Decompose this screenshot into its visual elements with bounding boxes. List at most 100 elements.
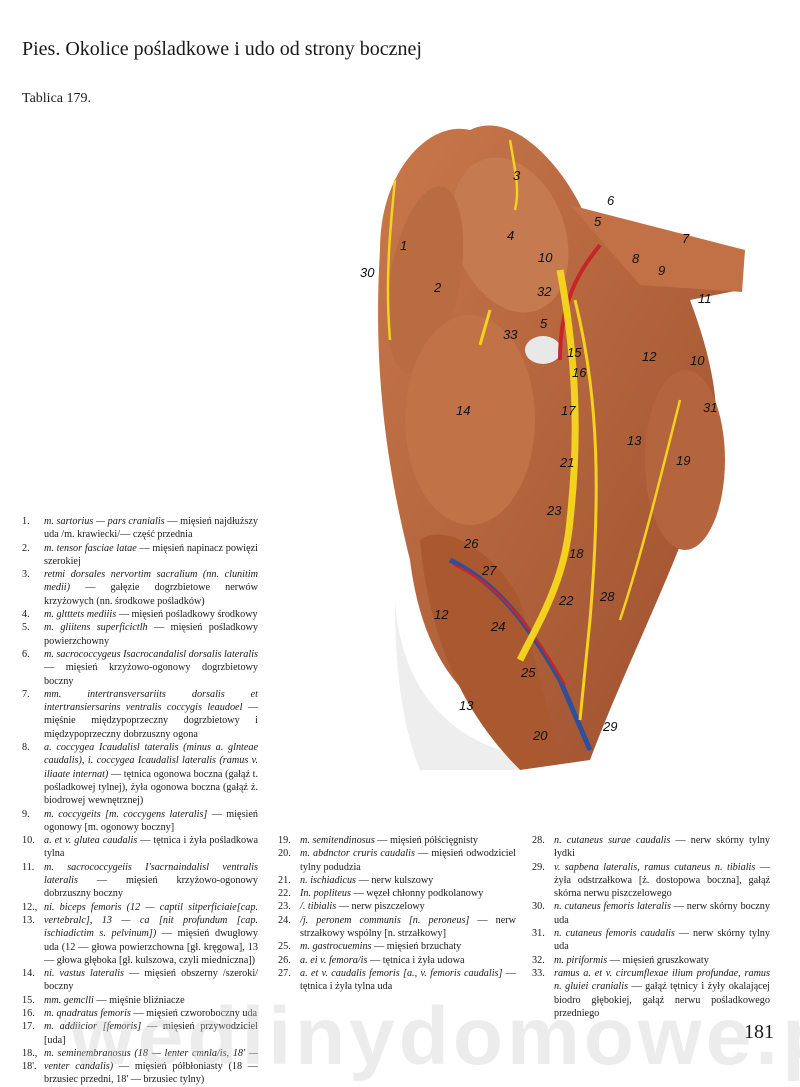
latin-term: a. et v. glutea caudalis xyxy=(44,835,138,847)
latin-term: m. coccygeits [m. coccygens lateralis] xyxy=(44,808,208,820)
legend-text: m. semitendinosus — mięsień półścięgnist… xyxy=(300,834,516,847)
nerve-3 xyxy=(508,139,519,211)
biceps-femoris xyxy=(645,370,725,550)
legend-text: m. sacrococcygeiis I'sacrnaindalisl vent… xyxy=(44,861,258,901)
polish-term: — tętnica i żyła udowa xyxy=(367,954,465,966)
svg-text:16: 16 xyxy=(572,365,587,380)
polish-term: — nerw piszczelowy xyxy=(336,901,425,913)
polish-term: — nerw kulszowy xyxy=(356,874,434,886)
legend-text: ni. biceps femoris (12 — captil sitperfi… xyxy=(44,901,258,967)
legend-number: 22. xyxy=(278,888,291,900)
svg-text:33: 33 xyxy=(503,327,518,342)
legend-text: n. cutaneus femoris caudalis — nerw skór… xyxy=(554,927,770,954)
svg-text:32: 32 xyxy=(537,284,552,299)
legend-item: 24./j. peronem communis [n. peroneus] — … xyxy=(278,914,516,941)
legend-text: n. ischiadicus — nerw kulszowy xyxy=(300,874,516,887)
legend-item: 4.m. gltttets mediiis — mięsień pośladko… xyxy=(22,608,258,621)
legend-item: 27.a. et v. caudalis femoris [a., v. fem… xyxy=(278,967,516,994)
polish-term: — mięśnie bliźniacze xyxy=(93,994,185,1006)
svg-text:14: 14 xyxy=(456,403,470,418)
svg-text:5: 5 xyxy=(540,316,548,331)
legend-item: 21.n. ischiadicus — nerw kulszowy xyxy=(278,874,516,887)
nerve-33 xyxy=(478,309,492,346)
svg-text:29: 29 xyxy=(602,719,617,734)
legend-item: 22.In. popliteus — węzeł chłonny podkola… xyxy=(278,887,516,900)
page-title: Pies. Okolice pośladkowe i udo od strony… xyxy=(22,38,422,60)
artery-2 xyxy=(454,563,567,686)
latin-term: n. cutaneus femoris caudalis xyxy=(554,928,675,940)
polish-term: — mięsień odwodziciel tylny podudzia xyxy=(300,848,516,873)
polish-term: — nerw strzałkowy wspólny [n. strzałkowy… xyxy=(300,914,516,940)
svg-text:25: 25 xyxy=(520,665,536,680)
legend-text: ni. vastus lateralis — mięsień obszerny … xyxy=(44,967,258,994)
legend-number: 7. xyxy=(22,688,30,700)
legend-text: a. et v. glutea caudalis — tętnica i żył… xyxy=(44,834,258,861)
svg-text:30: 30 xyxy=(360,265,375,280)
lower-leg xyxy=(420,534,560,770)
polish-term: — nerw skórny tylny uda xyxy=(554,928,770,953)
legend-item: 8.a. coccygea Icaudalisl tateralis (minu… xyxy=(22,741,258,807)
polish-term: — mięśnie międzypoprzeczny dogrzbietowy … xyxy=(44,702,259,740)
polish-term: — nerw skórny tylny łydki xyxy=(554,835,770,860)
latin-term: mm. intertransversariits dorsalis et int… xyxy=(44,688,258,714)
latin-term: m. gltttets mediiis xyxy=(44,609,117,621)
gluteus-medius xyxy=(451,157,569,313)
legend-number: 11. xyxy=(22,861,35,873)
legend-text: m. gliitens superficictlh — mięsień pośl… xyxy=(44,621,258,648)
svg-text:7: 7 xyxy=(682,231,690,246)
svg-text:21: 21 xyxy=(559,455,574,470)
latin-term: ni. biceps femoris (12 — captil sitperfi… xyxy=(44,901,258,940)
svg-text:18: 18 xyxy=(569,546,584,561)
legend-number: 24. xyxy=(278,914,291,926)
legend-text: m. abdnctor cruris caudalis — mięsień od… xyxy=(300,847,516,874)
legend-number: 12., 13. xyxy=(22,901,38,926)
svg-text:1: 1 xyxy=(400,238,407,253)
legend-text: m. tensor fasciae latae — mięsień napina… xyxy=(44,542,258,569)
latin-term: n. cutaneus surae caudalis xyxy=(554,835,671,846)
polish-term: — mięsień półścięgnisty xyxy=(374,835,478,846)
latin-term: mm. gemclli xyxy=(44,994,94,1006)
svg-text:31: 31 xyxy=(703,400,717,415)
nerve-30 xyxy=(386,179,397,341)
legend-text: m. sacrococcygeus Isacrocandalisl dorsal… xyxy=(44,648,258,688)
svg-text:3: 3 xyxy=(513,168,521,183)
legend-item: 29.v. sapbena lateralis, ramus cutaneus … xyxy=(532,861,770,901)
svg-text:22: 22 xyxy=(558,593,574,608)
svg-text:20: 20 xyxy=(532,728,548,743)
latin-term: m. sacrococcygeus Isacrocandalisl dorsal… xyxy=(44,648,259,660)
legend-number: 1. xyxy=(22,516,30,527)
legend-item: 1.m. sartorius — pars cranialis — mięsie… xyxy=(22,515,258,542)
polish-term: — tętnica ogonowa boczna (gałąź t. pośla… xyxy=(44,768,258,807)
legend-number: 19. xyxy=(278,835,291,846)
legend-number: 23. xyxy=(278,901,291,913)
legend-item: 9.m. coccygeits [m. coccygens lateralis]… xyxy=(22,808,258,835)
legend-text: m. piriformis — mięsień gruszkowaty xyxy=(554,954,770,967)
legend-number: 6. xyxy=(22,648,30,660)
legend-number: 14. xyxy=(22,968,35,980)
latin-term: n. ischiadicus xyxy=(300,874,357,886)
legend-item: 14. ni. vastus lateralis — mięsień obszer… xyxy=(22,967,258,994)
svg-text:12: 12 xyxy=(642,349,657,364)
legend-item: 28.n. cutaneus surae caudalis — nerw skó… xyxy=(532,834,770,861)
svg-text:8: 8 xyxy=(632,251,640,266)
latin-term: m. sartorius — pars cranialis xyxy=(44,516,165,527)
legend-number: 15. xyxy=(22,994,35,1006)
svg-text:15: 15 xyxy=(567,345,582,360)
legend-number: 32. xyxy=(532,954,545,966)
legend-column-2: 19. m. semitendinosus — mięsień półścięgn… xyxy=(278,834,516,994)
legend-number: 31. xyxy=(532,928,545,940)
svg-text:11: 11 xyxy=(698,291,712,306)
legend-text: mm. gemclli — mięśnie bliźniacze xyxy=(44,994,258,1007)
legend-item: 20.m. abdnctor cruris caudalis — mięsień… xyxy=(278,847,516,874)
latin-term: m. addiicior [femoris] xyxy=(44,1021,142,1033)
svg-text:23: 23 xyxy=(546,503,562,518)
nerve-branch xyxy=(573,299,598,721)
polish-term: — gałąź tętnicy i żyły okalającej biodro… xyxy=(554,981,770,1019)
polish-term: — tętnica i żyła pośladkowa tylna xyxy=(44,835,258,860)
polish-term: — mięsień dwugłowy uda (12 — głowa powie… xyxy=(44,928,258,966)
fascia-patch xyxy=(525,336,561,364)
legend-item: 15. mm. gemclli — mięśnie bliźniacze xyxy=(22,994,258,1007)
legend-item: 2.m. tensor fasciae latae — mięsień napi… xyxy=(22,542,258,569)
svg-text:5: 5 xyxy=(594,214,602,229)
latin-term: m. semitendinosus xyxy=(300,835,375,846)
